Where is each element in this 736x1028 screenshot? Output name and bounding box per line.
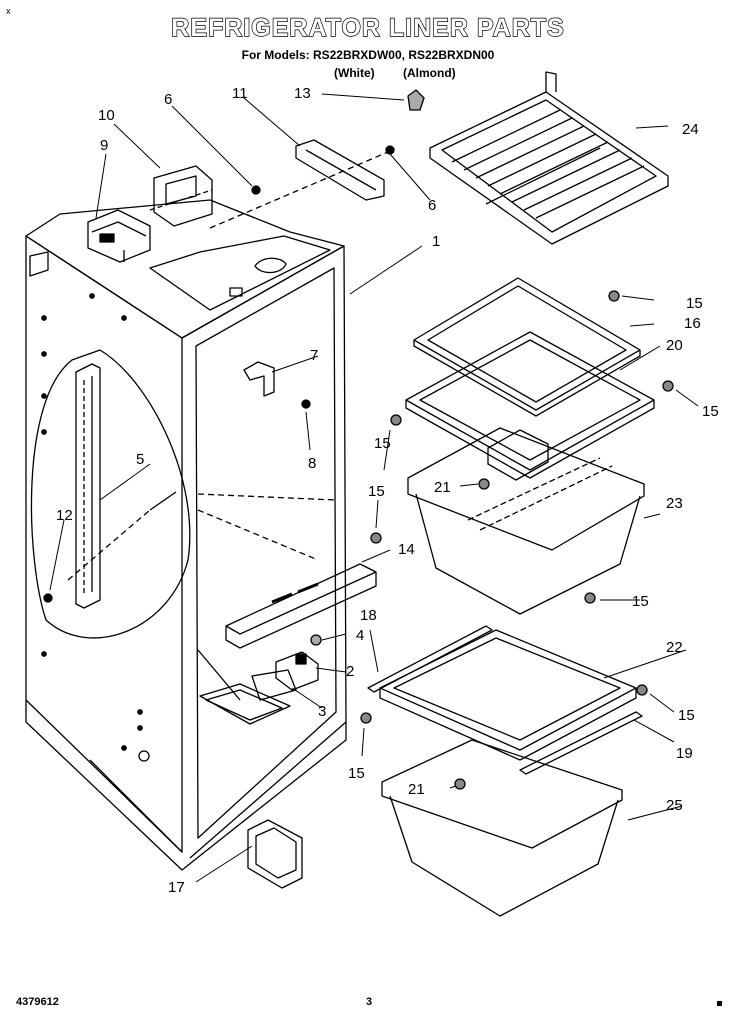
callout-13: 13 xyxy=(294,85,311,102)
cover-bracket xyxy=(243,361,311,409)
callout-4: 4 xyxy=(356,627,364,644)
callout-7: 7 xyxy=(310,347,318,364)
control-bracket xyxy=(149,165,261,227)
callout-3: 3 xyxy=(318,703,326,720)
callout-10: 10 xyxy=(98,107,115,124)
callout-17: 17 xyxy=(168,879,185,896)
callout-2: 2 xyxy=(346,663,354,680)
rating-label xyxy=(247,819,303,889)
callout-25: 25 xyxy=(666,797,683,814)
variant-almond: (Almond) xyxy=(403,66,456,80)
callout-9: 9 xyxy=(100,137,108,154)
wire-shelf xyxy=(429,71,669,245)
shelf-ladder xyxy=(43,363,177,609)
callout-15-f: 15 xyxy=(678,707,695,724)
callout-24: 24 xyxy=(682,121,699,138)
callout-18: 18 xyxy=(360,607,377,624)
callout-21-lower: 21 xyxy=(408,781,425,798)
leader-lines xyxy=(49,93,699,883)
page-title: REFRIGERATOR LINER PARTS xyxy=(171,13,565,42)
crisper-cover xyxy=(367,625,643,775)
document-number: 4379612 xyxy=(16,996,59,1008)
callout-15-d: 15 xyxy=(368,483,385,500)
callout-14: 14 xyxy=(398,541,415,558)
callout-15-c: 15 xyxy=(374,435,391,452)
callout-6-right: 6 xyxy=(428,197,436,214)
fasteners xyxy=(360,290,674,790)
page-number: 3 xyxy=(366,996,373,1008)
light-socket xyxy=(251,634,322,701)
callout-15-a: 15 xyxy=(686,295,703,312)
callout-15-e: 15 xyxy=(632,593,649,610)
control-housing xyxy=(87,209,151,263)
corner-dot xyxy=(717,1001,722,1006)
glass-shelf xyxy=(413,277,641,417)
shelf-frame xyxy=(405,331,655,479)
callout-19: 19 xyxy=(676,745,693,762)
callout-20: 20 xyxy=(666,337,683,354)
corner-mark: x xyxy=(6,6,11,16)
callout-11: 11 xyxy=(232,85,248,102)
callout-23: 23 xyxy=(666,495,683,512)
variant-white: (White) xyxy=(334,66,375,80)
top-bracket xyxy=(209,89,425,229)
callout-6-top: 6 xyxy=(164,91,172,108)
callout-22: 22 xyxy=(666,639,683,656)
callout-15-g: 15 xyxy=(348,765,365,782)
cabinet-liner xyxy=(25,199,347,871)
callout-21-upper: 21 xyxy=(434,479,451,496)
callout-8: 8 xyxy=(308,455,316,472)
callout-15-b: 15 xyxy=(702,403,719,420)
callout-5: 5 xyxy=(136,451,144,468)
callout-labels: 1 2 3 4 5 6 6 7 8 9 10 11 12 13 14 15 15… xyxy=(56,85,719,896)
callout-1: 1 xyxy=(432,233,440,250)
lower-crisper-pan xyxy=(381,739,623,917)
models-line: For Models: RS22BRXDW00, RS22BRXDN00 xyxy=(241,48,495,62)
upper-crisper-pan xyxy=(407,427,645,615)
light-shield xyxy=(225,563,377,649)
callout-16: 16 xyxy=(684,315,701,332)
callout-12: 12 xyxy=(56,507,73,524)
